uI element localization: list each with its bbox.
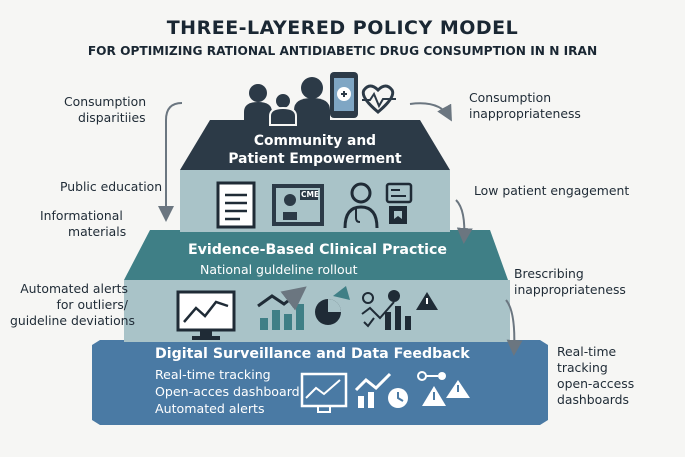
pie-chart-icon (315, 286, 350, 325)
left-feedback-arrow (158, 102, 183, 222)
label-realtime-tracking: Real-time tracking open-access dashboard… (557, 344, 635, 407)
page-title: THREE-LAYERED POLICY MODEL (166, 17, 519, 39)
bottom-tier-item: Open-acces dashboard (155, 384, 300, 399)
label-public-education: Public education (60, 179, 163, 194)
cme-badge-label: CME (301, 190, 320, 199)
label-informational-materials: Informational materials (40, 208, 127, 239)
middle-tier-title: Evidence-Based Clinical Practice (187, 242, 448, 258)
label-prescribing-inappropriateness: Brescribing inappropriateness (514, 266, 626, 297)
label-low-patient-engagement: Low patient engagement (474, 183, 630, 198)
document-icon (216, 181, 256, 229)
chat-card-icon (385, 182, 413, 224)
monitor-chart-icon (176, 290, 236, 340)
right-middle-arrow (455, 199, 473, 244)
dashboard-screen-icon (300, 372, 348, 413)
bottom-tier-title: Digital Surveillance and Data Feedback (155, 346, 470, 362)
middle-tier-upper (124, 230, 508, 280)
label-automated-alerts: Automated alerts for outliers/ guideline… (10, 281, 135, 328)
doctor-icon (343, 182, 379, 229)
top-tier-roof (180, 120, 450, 170)
trend-clock-icon (354, 372, 408, 408)
alert-analytics-icon (361, 290, 438, 330)
bottom-tier-item: Automated alerts (155, 401, 265, 416)
right-top-arrow (409, 102, 452, 122)
alert-warning-icon (417, 371, 470, 406)
top-tier-title: Community and Patient Empowerment (228, 133, 402, 167)
bottom-tier-item: Real-time tracking (155, 367, 271, 382)
label-consumption-inappropriateness: Consumption inappropriateness (469, 90, 581, 121)
people-group-icon (244, 77, 330, 126)
heart-pulse-icon (361, 84, 396, 114)
phone-medical-icon (330, 72, 358, 118)
middle-tier-subtitle: National guldeline rollout (200, 262, 358, 277)
bar-chart-trend-icon (257, 286, 307, 330)
cme-certificate-icon (272, 184, 324, 226)
right-bottom-arrow (505, 299, 523, 356)
label-consumption-disparities: Consumption disparitiies (64, 94, 147, 125)
page-subtitle: FOR OPTIMIZING RATIONAL ANTIDIABETIC DRU… (87, 44, 598, 58)
